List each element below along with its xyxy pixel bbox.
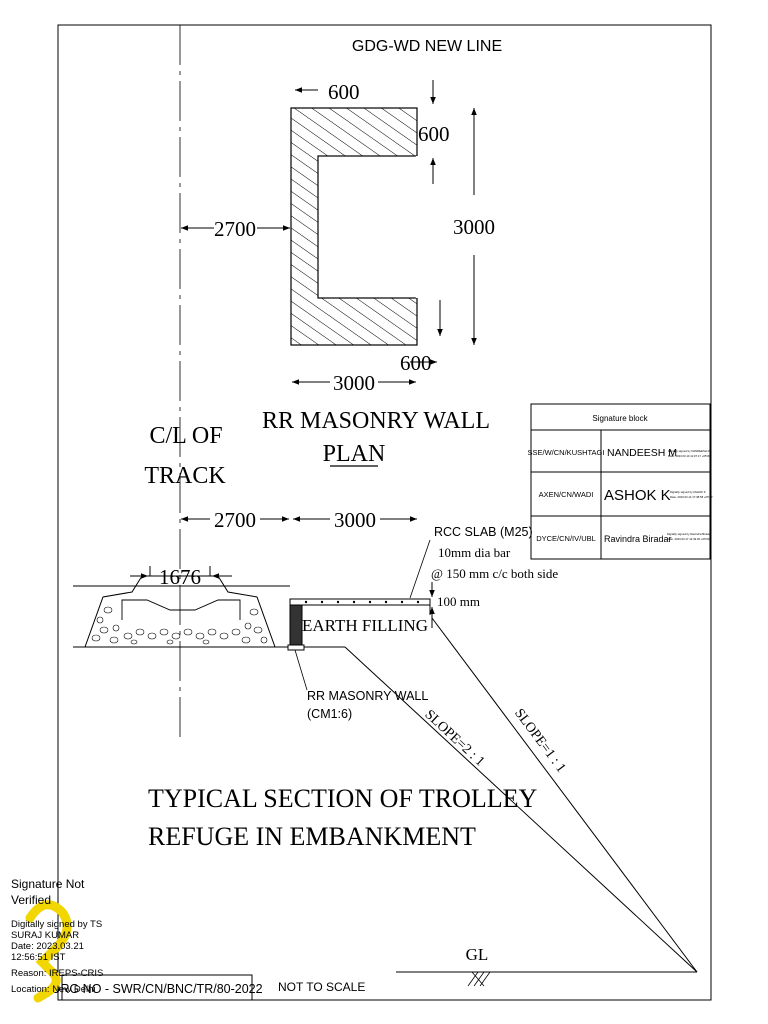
signature-line-5: Reason: IREPS-CRIS [11,968,103,979]
ballast-stones [91,606,268,645]
signature-unverified-icon [25,900,72,1003]
track-label-line2: TRACK [144,463,226,489]
section-dim-width: 3000 [334,508,376,532]
signer-note-2b: Date: 2023.03.14 17:38:58 +05'30' [670,495,713,499]
signer-name-3: Ravindra Biradar [604,534,672,544]
rcc-slab [289,598,431,606]
section-title-line1: TYPICAL SECTION OF TROLLEY [148,784,538,813]
plan-inner-space [317,155,418,299]
slope-label-2-1: SLOPE=2 : 1 [422,707,488,769]
signature-block-title: Signature block [592,414,648,423]
track-gauge: 1676 [159,565,201,589]
section-dim-offset: 2700 [214,508,256,532]
slope-line-1-1 [431,617,698,973]
plan-dim-width: 3000 [333,371,375,395]
signature-status-line2: Verified [11,893,51,907]
signer-name-2: ASHOK K [604,487,671,504]
sheet-border [57,24,712,1001]
plan-dim-height: 3000 [453,215,495,239]
ground-label: GL [466,945,489,964]
signature-block: Signature block SSE/W/CN/KUSHTAGI NANDEE… [528,403,713,560]
section-masonry-wall [289,598,303,648]
rebar-label: 10mm dia bar [438,545,511,560]
sleeper-outline [121,599,241,620]
ground-hatch [467,971,491,987]
signer-note-1a: Digitally signed by NANDEESH M [668,449,711,453]
signer-role-1: SSE/W/CN/KUSHTAGI [528,448,605,457]
embankment-section: 2700 3000 1676 [73,508,698,987]
drawing-number: DRG NO - SWR/CN/BNC/TR/80-2022 [51,982,262,996]
signer-note-1b: Date: 2023.03.10 11:07:17 +05'30' [668,454,711,458]
slope-label-1-1: SLOPE=1 : 1 [511,706,568,776]
signature-line-1: Digitally signed by TS [11,919,102,930]
plan-dim-offset: 2700 [214,217,256,241]
slab-thickness: 100 mm [437,594,480,609]
masonry-wall-plan: 600 600 3000 600 3000 2700 RR MASONRY WA… [181,80,495,467]
signer-name-1: NANDEESH M [607,447,677,459]
signer-note-2a: Digitally signed by ASHOK K [670,490,706,494]
plan-dim-bottom: 600 [400,351,432,375]
rebar-spacing: @ 150 mm c/c both side [431,566,558,581]
signer-role-3: DYCE/CN/IV/UBL [536,534,596,543]
drawing-number-box [61,974,253,1001]
wall-label-line1: RR MASONRY WALL [307,689,428,703]
earth-filling-label: EARTH FILLING [302,616,428,635]
signature-line-2: SURAJ KUMAR [11,930,79,941]
project-title: GDG-WD NEW LINE [352,38,502,55]
slope-line-2-1 [344,646,698,973]
scale-note: NOT TO SCALE [278,980,365,994]
rcc-slab-label: RCC SLAB (M25) [434,525,533,539]
signer-note-3b: Date: 2023.03.17 12:49:00 +05'30' [667,537,710,541]
track-label-line1: C/L OF [149,423,222,449]
plan-title-line1: RR MASONRY WALL [262,408,490,434]
section-title-line2: REFUGE IN EMBANKMENT [148,822,476,851]
signer-role-2: AXEN/CN/WADI [539,490,594,499]
digital-signature-stamp: Signature Not Verified Digitally signed … [11,877,103,1003]
plan-title-line2: PLAN [323,441,386,467]
signature-status-line1: Signature Not [11,877,85,891]
wall-label-line2: (CM1:6) [307,707,352,721]
signature-line-6: Location: New Delhi [11,984,96,995]
plan-dim-top-depth: 600 [418,122,450,146]
signer-note-3a: Digitally signed by Ravindra Biradar [667,532,711,536]
signature-line-3: Date: 2023.03.21 [11,941,84,952]
plan-dim-wall-thickness: 600 [328,80,360,104]
signature-line-4: 12:56:51 IST [11,952,66,963]
